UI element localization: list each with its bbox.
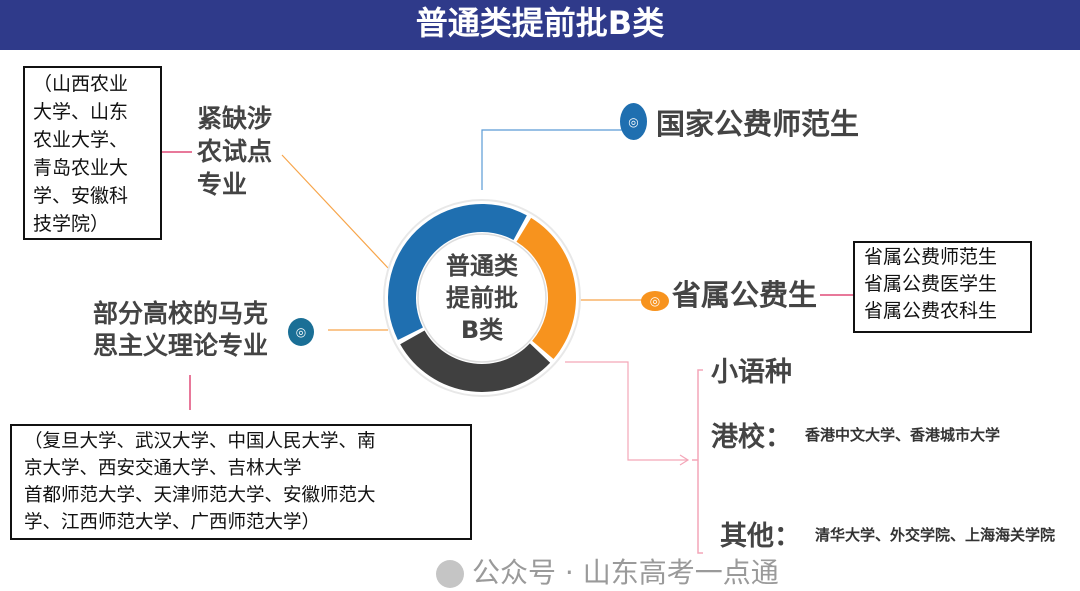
minor-language-label: 小语种	[711, 357, 792, 388]
national-connector	[481, 129, 622, 190]
box-line: （复旦大学、武汉大学、中国人民大学、南	[24, 431, 376, 452]
ring-segment-orange	[516, 217, 576, 360]
arrow-head	[679, 454, 690, 466]
hk-label: 港校：	[711, 422, 792, 453]
center-line: 普通类	[446, 252, 518, 280]
marx-label: 部分高校的马克 思主义理论专业	[93, 298, 268, 362]
watermark: 公众号 · 山东高考一点通	[472, 556, 779, 589]
others-connector	[565, 361, 688, 461]
center-line: B类	[460, 316, 504, 344]
box-line: 省属公费师范生	[864, 246, 998, 268]
shortage-label: 紧缺涉 农试点 专业	[197, 102, 272, 201]
ring-segment-blue	[388, 204, 527, 340]
label-line: 专业	[197, 170, 248, 199]
shortage-connector	[281, 154, 389, 269]
label-line: 思主义理论专业	[93, 331, 269, 360]
hk-universities: 香港中文大学、香港城市大学	[805, 426, 1001, 444]
center-ring	[383, 199, 581, 397]
center-line: 提前批	[446, 284, 518, 312]
provincial-types-box: 省属公费师范生 省属公费医学生 省属公费农科生	[853, 241, 1032, 333]
provincial-label: 省属公费生	[672, 278, 818, 312]
national-label: 国家公费师范生	[656, 107, 860, 141]
box-line: 首都师范大学、天津师范大学、安徽师范大	[24, 485, 376, 506]
center-label: 普通类 提前批 B类	[432, 250, 532, 346]
other-label: 其他：	[720, 521, 801, 552]
wechat-icon	[436, 560, 464, 588]
box-line: 学、安徽科	[33, 185, 129, 207]
chart-badge-icon: ◎	[641, 291, 669, 311]
person-badge-icon: ◎	[288, 318, 314, 346]
label-line: 部分高校的马克	[93, 299, 269, 328]
others-bracket	[697, 369, 703, 554]
ring-segment-dark	[400, 330, 551, 392]
shortage-universities-box: （山西农业 大学、山东 农业大学、 青岛农业大 学、安徽科 技学院）	[23, 66, 162, 240]
marx-universities-box: （复旦大学、武汉大学、中国人民大学、南 京大学、西安交通大学、吉林大学 首都师范…	[10, 424, 472, 540]
label-line: 紧缺涉	[197, 104, 273, 133]
box-line: 大学、山东	[33, 101, 129, 123]
page-title: 普通类提前批B类	[0, 0, 1080, 50]
box-line: 学、江西师范大学、广西师范大学）	[24, 512, 321, 533]
box-line: 青岛农业大	[33, 157, 129, 179]
label-line: 农试点	[197, 137, 273, 166]
chart-badge-icon: ◎	[620, 103, 647, 140]
other-universities: 清华大学、外交学院、上海海关学院	[815, 526, 1056, 544]
box-line: 省属公费医学生	[864, 273, 998, 295]
box-line: 农业大学、	[33, 129, 129, 151]
box-line: 京大学、西安交通大学、吉林大学	[24, 458, 302, 479]
box-line: （山西农业	[33, 73, 129, 95]
box-line: 省属公费农科生	[864, 300, 998, 322]
box-line: 技学院）	[33, 213, 110, 235]
